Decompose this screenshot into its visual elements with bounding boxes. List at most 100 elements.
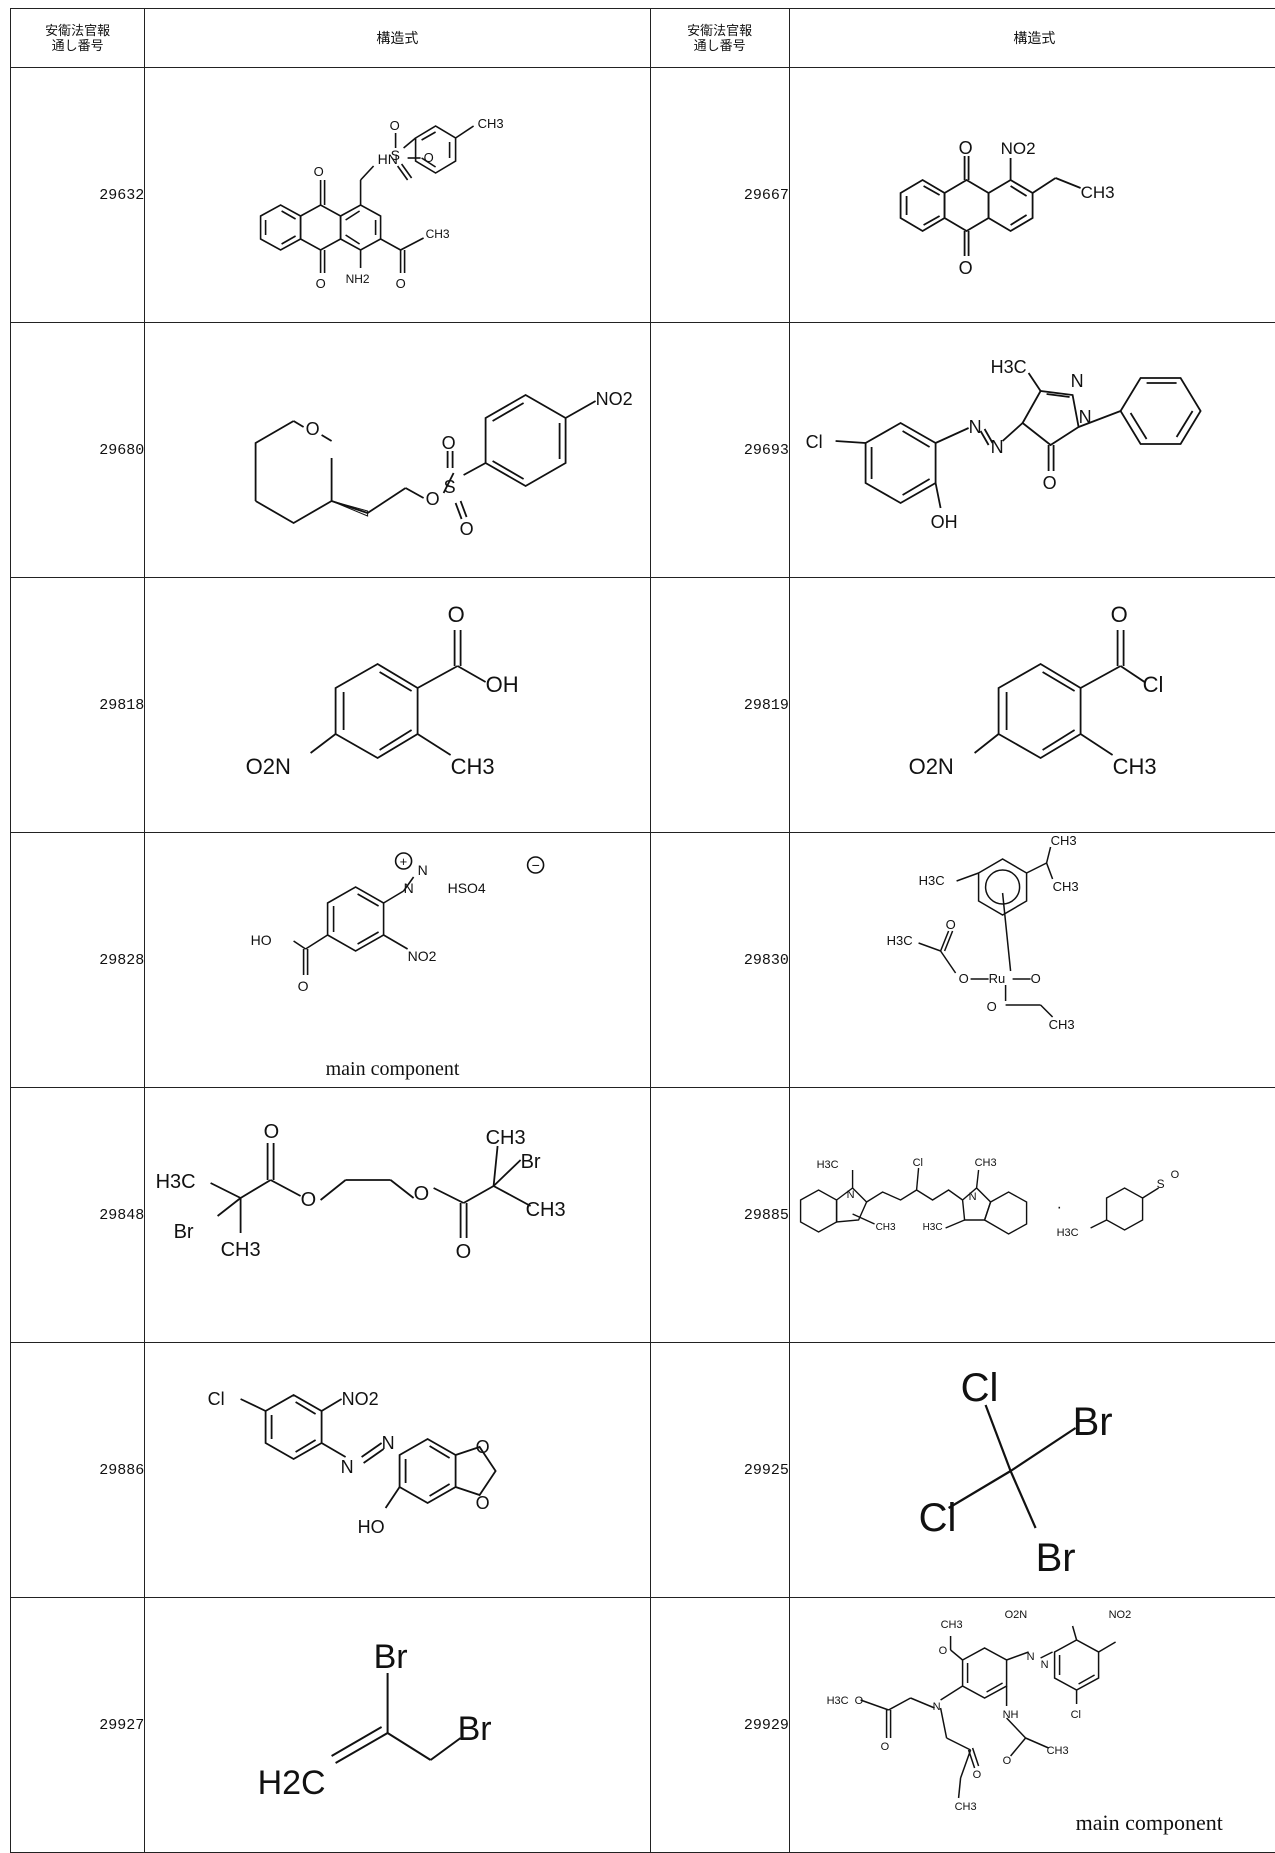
label-n: N [1026, 1651, 1034, 1663]
label-h3c: H3C [156, 1171, 196, 1193]
label-oh: OH [930, 512, 957, 532]
label-no2: NO2 [1000, 139, 1035, 158]
label-ch3: CH3 [1080, 183, 1114, 202]
header-id-col: 安衛法官報 通し番号 [11, 9, 145, 68]
label-cl: Cl [1142, 672, 1163, 697]
label-o: O [938, 1645, 947, 1657]
label-o: O [476, 1493, 490, 1513]
label-o: O [1170, 1169, 1179, 1181]
label-o: O [456, 1241, 472, 1263]
label-cl: Cl [960, 1366, 998, 1410]
label-o: O [945, 917, 955, 932]
note-main-component: main component [1075, 1810, 1222, 1835]
label-ch3: CH3 [1048, 1017, 1074, 1032]
label-ch3: CH3 [1046, 1745, 1068, 1757]
label-no2: NO2 [596, 389, 633, 409]
header-structure-col: 構造式 [789, 9, 1275, 68]
label-ru: Ru [988, 971, 1005, 986]
structure-cell: O O NO2 CH3 [789, 68, 1275, 323]
structure-cell: CH3 HN S O O O O O NH2 CH3 [145, 68, 650, 323]
registry-number: 29886 [11, 1343, 145, 1598]
table-row: 29818 O OH CH3 O2N 29819 [11, 578, 1275, 833]
label-ch3: CH3 [221, 1239, 261, 1261]
label-o2n: O2N [246, 754, 291, 779]
label-h3c: H3C [990, 357, 1026, 377]
label-cl: Cl [918, 1496, 956, 1540]
label-o: O [314, 164, 324, 179]
structure-cell: CH3 O O2N NO2 N N Cl N NH H3C O O O CH3 … [789, 1598, 1275, 1853]
structure-cell: H3C N Cl CH3 N CH3 H3C · S O H3C [789, 1088, 1275, 1343]
label-n: N [418, 862, 428, 878]
label-o: O [972, 1769, 981, 1781]
label-s: S [444, 477, 456, 497]
structure-diagram: H3C N Cl CH3 N CH3 H3C · S O H3C [790, 1088, 1275, 1342]
label-o: O [476, 1437, 490, 1457]
label-o: O [1042, 473, 1056, 493]
registry-number: 29667 [650, 68, 789, 323]
structure-cell: Cl N N H3C N N O OH [789, 323, 1275, 578]
structure-diagram: O O S O O NO2 [145, 323, 649, 577]
registry-number: 29828 [11, 833, 145, 1088]
structure-diagram: CH3 HN S O O O O O NH2 CH3 [145, 68, 649, 322]
label-n: N [990, 437, 1003, 457]
label-o: O [396, 276, 406, 291]
label-s: S [1156, 1177, 1164, 1191]
label-n: N [1078, 407, 1091, 427]
charge-minus: − [532, 857, 540, 873]
registry-number: 29830 [650, 833, 789, 1088]
label-o: O [854, 1695, 863, 1707]
structure-diagram: Br H2C Br [145, 1598, 649, 1852]
label-ch3: CH3 [1050, 833, 1076, 848]
label-hso4: HSO4 [448, 880, 486, 896]
structure-diagram: H3C CH3 CH3 H3C O O Ru O O CH3 [790, 833, 1275, 1087]
label-o: O [958, 138, 972, 158]
structure-cell: O O S O O NO2 [145, 323, 650, 578]
registry-number: 29925 [650, 1343, 789, 1598]
label-h3c: H3C [826, 1695, 848, 1707]
label-h2c: H2C [258, 1764, 326, 1802]
label-o: O [298, 978, 309, 994]
label-n: N [846, 1189, 854, 1201]
label-o: O [424, 150, 434, 165]
label-o: O [1002, 1755, 1011, 1767]
label-n: N [1070, 371, 1083, 391]
label-ch3: CH3 [940, 1619, 962, 1631]
label-o: O [390, 118, 400, 133]
label-h3c: H3C [918, 873, 944, 888]
label-h3c: H3C [1056, 1227, 1078, 1239]
label-s: S [391, 147, 400, 163]
label-n: N [341, 1457, 354, 1477]
header-structure-col: 構造式 [145, 9, 650, 68]
structure-diagram: Cl NO2 N N O O HO [145, 1343, 649, 1597]
label-n: N [968, 417, 981, 437]
label-ch3: CH3 [954, 1801, 976, 1813]
label-n: N [1040, 1659, 1048, 1671]
charge-plus: + [400, 854, 408, 869]
label-cl: Cl [912, 1157, 922, 1169]
label-br: Br [174, 1221, 194, 1243]
label-no2: NO2 [408, 948, 437, 964]
label-h3c: H3C [816, 1159, 838, 1171]
label-ch3: CH3 [526, 1199, 566, 1221]
label-o: O [1030, 971, 1040, 986]
label-nh2: NH2 [346, 272, 370, 286]
label-o: O [448, 602, 465, 627]
structure-cell: O OH CH3 O2N [145, 578, 650, 833]
structure-cell: Br H2C Br [145, 1598, 650, 1853]
note-main-component: main component [326, 1058, 460, 1080]
label-cl: Cl [1070, 1709, 1080, 1721]
label-h3c: H3C [922, 1222, 942, 1233]
registry-number: 29693 [650, 323, 789, 578]
structure-cell: O H3C Br CH3 O O O CH3 Br CH3 [145, 1088, 650, 1343]
structure-cell: O Cl CH3 O2N [789, 578, 1275, 833]
registry-number: 29680 [11, 323, 145, 578]
structure-diagram: O O NO2 CH3 [790, 68, 1275, 322]
table-row: 29680 O O [11, 323, 1275, 578]
label-ch3: CH3 [974, 1157, 996, 1169]
registry-number: 29632 [11, 68, 145, 323]
label-o: O [316, 276, 326, 291]
label-ch3: CH3 [1112, 754, 1156, 779]
structure-diagram: O OH CH3 O2N [145, 578, 649, 832]
label-o: O [958, 258, 972, 278]
